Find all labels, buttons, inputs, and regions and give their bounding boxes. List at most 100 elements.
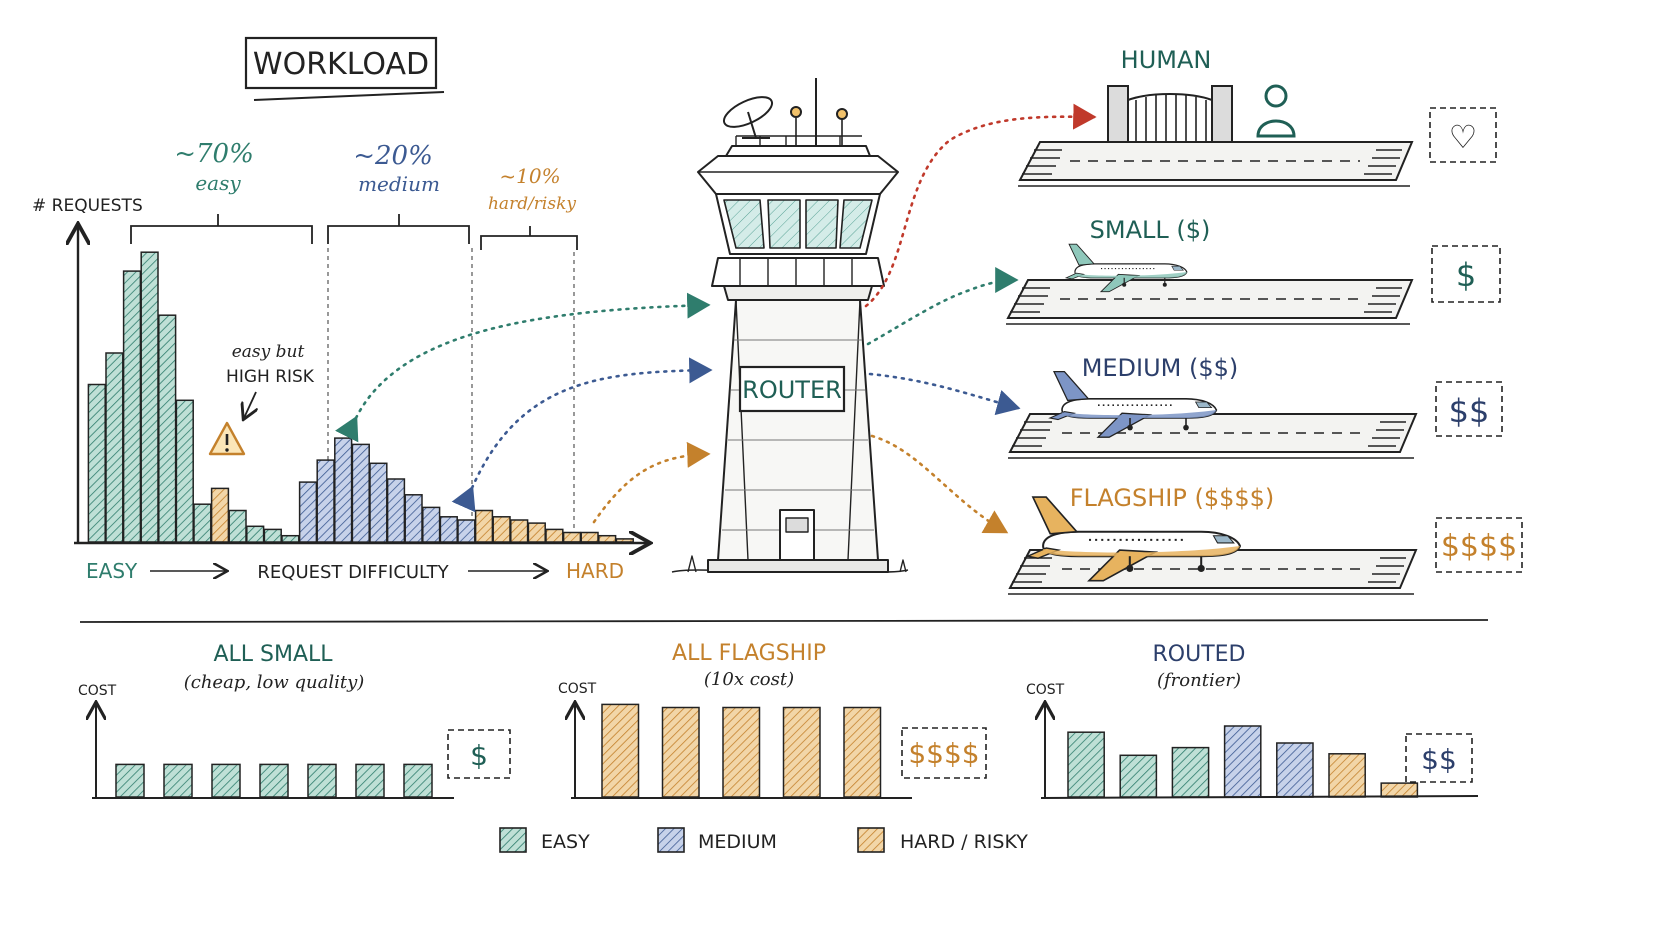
- workload-bar-9: [246, 525, 265, 543]
- all-small-bar-3: [259, 763, 289, 798]
- workload-bar-24: [510, 519, 529, 543]
- heart-icon: ♡: [1449, 118, 1478, 156]
- workload-bar-21: [457, 519, 476, 543]
- all-flagship-bars: [601, 703, 882, 798]
- all-flagship-bar-0: [601, 703, 640, 798]
- comparison-all-small: ALL SMALL (cheap, low quality) COST $: [78, 642, 511, 799]
- risk-annotation-line2: HIGH RISK: [226, 367, 315, 387]
- all-small-title: ALL SMALL: [213, 642, 333, 667]
- workload-bar-15: [351, 443, 370, 543]
- workload-title: WORKLOAD: [253, 47, 429, 82]
- control-tower-icon: [671, 78, 909, 573]
- all-flagship-bar-1: [661, 706, 700, 798]
- routed-subtitle: (frontier): [1157, 670, 1241, 691]
- workload-histogram: [87, 251, 634, 543]
- small-label: SMALL ($): [1090, 216, 1211, 244]
- all-small-badge: [447, 729, 511, 779]
- all-small-badge-text: $: [470, 739, 488, 772]
- medium-badge-text: $$: [1449, 392, 1490, 430]
- routed-title: ROUTED: [1153, 642, 1246, 667]
- workload-bar-12: [298, 481, 318, 543]
- medium-badge: $$: [1435, 381, 1503, 437]
- small-badge: $: [1431, 245, 1501, 303]
- workload-bar-2: [122, 270, 142, 543]
- destination-human: HUMAN ♡: [1018, 46, 1497, 187]
- group-medium-name: medium: [358, 172, 440, 196]
- workload-bar-30: [615, 538, 634, 543]
- all-small-y-label: COST: [78, 683, 117, 699]
- workload-bar-11: [281, 534, 300, 543]
- all-small-bars: [115, 763, 433, 798]
- routed-bar-5: [1328, 753, 1366, 798]
- all-flagship-title: ALL FLAGSHIP: [672, 641, 826, 666]
- x-axis-label: REQUEST DIFFICULTY: [257, 562, 449, 583]
- incoming-flows: [335, 292, 713, 524]
- all-flagship-bar-4: [843, 706, 882, 798]
- all-flagship-badge: [901, 727, 987, 779]
- workload-bar-3: [140, 251, 159, 543]
- flagship-badge-text: $$$$: [1441, 529, 1517, 564]
- group-easy-name: easy: [195, 171, 241, 195]
- workload-bar-6: [193, 503, 212, 543]
- routed-bar-6: [1380, 782, 1419, 798]
- small-badge-text: $: [1456, 256, 1476, 294]
- workload-axes: [74, 226, 648, 543]
- all-small-bar-4: [307, 763, 337, 798]
- workload-bar-4: [158, 314, 177, 543]
- group-hard-name: hard/risky: [488, 194, 576, 214]
- human-badge: ♡: [1429, 107, 1497, 163]
- runway: [1018, 141, 1414, 187]
- workload-bar-1: [105, 352, 124, 543]
- routed-axes: [1041, 704, 1479, 799]
- workload-bar-0: [87, 383, 106, 543]
- legend-label-easy: EASY: [541, 831, 590, 853]
- legend-swatch-hard: [857, 827, 885, 853]
- destination-medium: MEDIUM ($$) $$: [1008, 354, 1503, 459]
- y-axis-label: # REQUESTS: [32, 196, 143, 216]
- runway: [1006, 279, 1414, 325]
- risk-annotation-line1: easy but: [232, 342, 305, 362]
- workload-bar-8: [228, 509, 247, 543]
- routed-y-label: COST: [1026, 682, 1065, 698]
- legend: EASY MEDIUM HARD / RISKY: [499, 827, 1028, 853]
- x-axis-easy-label: EASY: [86, 559, 138, 583]
- comparison-routed: ROUTED (frontier) COST $$: [1026, 642, 1479, 799]
- legend-swatch-medium: [657, 827, 685, 853]
- runway: [1008, 413, 1418, 459]
- legend-swatch-easy: [499, 827, 527, 853]
- medium-label: MEDIUM ($$): [1082, 354, 1239, 382]
- router-label: ROUTER: [742, 376, 842, 404]
- group-easy-pct: ~70%: [174, 139, 254, 169]
- routed-bar-4: [1276, 742, 1314, 798]
- routed-bars: [1067, 725, 1419, 798]
- routed-bar-0: [1067, 731, 1105, 798]
- all-flagship-bar-2: [722, 706, 761, 798]
- workload-bar-19: [422, 506, 441, 543]
- routed-bar-1: [1119, 754, 1158, 798]
- workload-bar-18: [404, 494, 423, 543]
- warning-triangle-icon: [208, 421, 246, 456]
- workload-bar-14: [334, 437, 353, 543]
- all-small-bar-0: [115, 763, 145, 798]
- workload-bar-13: [316, 459, 335, 543]
- all-small-bar-1: [163, 763, 193, 798]
- all-flagship-subtitle: (10x cost): [704, 669, 794, 690]
- group-braces: [130, 214, 578, 250]
- workload-bar-7: [210, 487, 230, 543]
- workload-bar-23: [492, 516, 511, 543]
- section-divider: [79, 619, 1489, 623]
- workload-bar-20: [439, 516, 458, 543]
- workload-bar-22: [474, 509, 494, 543]
- all-flagship-badge-text: $$$$: [908, 737, 979, 770]
- all-small-subtitle: (cheap, low quality): [184, 672, 365, 693]
- flagship-badge: $$$$: [1435, 517, 1523, 573]
- group-medium-pct: ~20%: [353, 141, 433, 171]
- human-label: HUMAN: [1121, 46, 1212, 74]
- workload-bar-28: [580, 531, 599, 543]
- router-sign: ROUTER: [738, 365, 846, 413]
- all-small-bar-6: [403, 763, 433, 798]
- workload-bar-25: [527, 522, 546, 543]
- all-flagship-y-label: COST: [558, 681, 597, 697]
- all-small-axes: [92, 704, 454, 799]
- all-small-bar-5: [355, 763, 385, 798]
